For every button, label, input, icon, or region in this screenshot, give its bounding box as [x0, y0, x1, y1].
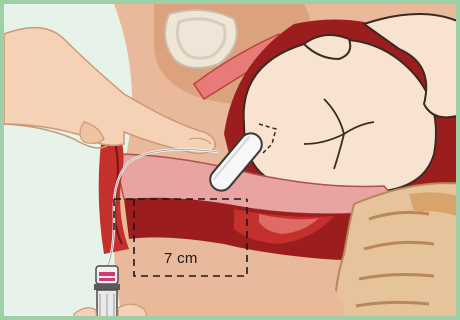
- syringe-icon: [94, 266, 120, 320]
- distance-label: 7 cm: [164, 250, 198, 267]
- anatomy-illustration: [4, 4, 460, 320]
